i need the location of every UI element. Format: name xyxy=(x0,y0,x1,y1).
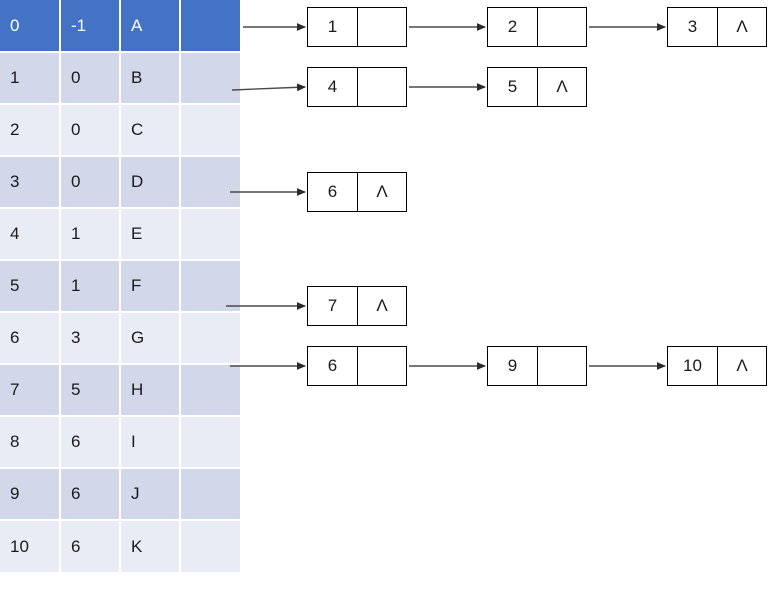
cell-parent: 1 xyxy=(59,259,120,312)
list-node: 6 Λ xyxy=(307,172,407,212)
cell-index: 10 xyxy=(0,519,60,572)
cell-label: E xyxy=(119,207,180,260)
cell-head xyxy=(179,363,240,416)
cell-parent: -1 xyxy=(59,0,120,52)
cell-label: B xyxy=(119,51,180,104)
node-next xyxy=(537,347,586,385)
cell-head xyxy=(179,311,240,364)
node-next xyxy=(357,8,406,46)
node-next-null: Λ xyxy=(357,287,406,325)
cell-index: 5 xyxy=(0,259,60,312)
cell-label: K xyxy=(119,519,180,572)
cell-label: A xyxy=(119,0,180,52)
node-next xyxy=(537,8,586,46)
node-value: 6 xyxy=(327,356,338,375)
list-node: 7 Λ xyxy=(307,286,407,326)
cell-head xyxy=(179,155,240,208)
node-value: 6 xyxy=(327,182,338,201)
list-node: 5 Λ xyxy=(487,67,587,107)
cell-index: 4 xyxy=(0,207,60,260)
table-row: 4 1 E xyxy=(0,207,240,260)
cell-head xyxy=(179,467,240,520)
node-next-null: Λ xyxy=(357,173,406,211)
node-next xyxy=(357,347,406,385)
cell-index: 6 xyxy=(0,311,60,364)
cell-label: H xyxy=(119,363,180,416)
cell-index: 0 xyxy=(0,0,60,52)
node-value: 5 xyxy=(507,77,518,96)
table-row: 2 0 C xyxy=(0,103,240,156)
cell-label: D xyxy=(119,155,180,208)
arrow-head-row1 xyxy=(231,83,306,92)
node-value: 10 xyxy=(683,356,702,375)
cell-parent: 0 xyxy=(59,51,120,104)
cell-parent: 6 xyxy=(59,519,120,572)
cell-head xyxy=(179,0,240,52)
list-node: 4 xyxy=(307,67,407,107)
cell-parent: 6 xyxy=(59,467,120,520)
list-node: 9 xyxy=(487,346,587,386)
cell-head xyxy=(179,519,240,572)
cell-index: 8 xyxy=(0,415,60,468)
cell-label: J xyxy=(119,467,180,520)
cell-index: 3 xyxy=(0,155,60,208)
list-node: 1 xyxy=(307,7,407,47)
table-row: 1 0 B xyxy=(0,51,240,104)
cell-index: 2 xyxy=(0,103,60,156)
cell-parent: 5 xyxy=(59,363,120,416)
cell-index: 1 xyxy=(0,51,60,104)
cell-head xyxy=(179,259,240,312)
adjacency-table: 0 -1 A 1 0 B 2 0 C 3 0 D 4 1 E xyxy=(0,0,240,572)
node-value: 7 xyxy=(327,296,338,315)
node-next-null: Λ xyxy=(537,68,586,106)
cell-parent: 3 xyxy=(59,311,120,364)
cell-index: 7 xyxy=(0,363,60,416)
cell-label: F xyxy=(119,259,180,312)
list-node: 10 Λ xyxy=(667,346,767,386)
cell-head xyxy=(179,51,240,104)
cell-head xyxy=(179,207,240,260)
table-row: 3 0 D xyxy=(0,155,240,208)
cell-parent: 0 xyxy=(59,103,120,156)
node-next-null: Λ xyxy=(717,347,766,385)
cell-label: G xyxy=(119,311,180,364)
table-row: 7 5 H xyxy=(0,363,240,416)
node-next-null: Λ xyxy=(717,8,766,46)
list-node: 6 xyxy=(307,346,407,386)
cell-parent: 1 xyxy=(59,207,120,260)
cell-head xyxy=(179,415,240,468)
cell-head xyxy=(179,103,240,156)
list-node: 3 Λ xyxy=(667,7,767,47)
table-row: 0 -1 A xyxy=(0,0,240,52)
cell-parent: 6 xyxy=(59,415,120,468)
node-value: 3 xyxy=(687,17,698,36)
list-node: 2 xyxy=(487,7,587,47)
table-row: 8 6 I xyxy=(0,415,240,468)
node-next xyxy=(357,68,406,106)
node-value: 2 xyxy=(507,17,518,36)
cell-label: I xyxy=(119,415,180,468)
table-row: 6 3 G xyxy=(0,311,240,364)
cell-parent: 0 xyxy=(59,155,120,208)
adjacency-table-body: 0 -1 A 1 0 B 2 0 C 3 0 D 4 1 E xyxy=(0,0,240,572)
cell-index: 9 xyxy=(0,467,60,520)
table-row: 10 6 K xyxy=(0,519,240,572)
node-value: 4 xyxy=(327,77,338,96)
table-row: 5 1 F xyxy=(0,259,240,312)
cell-label: C xyxy=(119,103,180,156)
table-row: 9 6 J xyxy=(0,467,240,520)
node-value: 9 xyxy=(507,356,518,375)
node-value: 1 xyxy=(327,17,338,36)
